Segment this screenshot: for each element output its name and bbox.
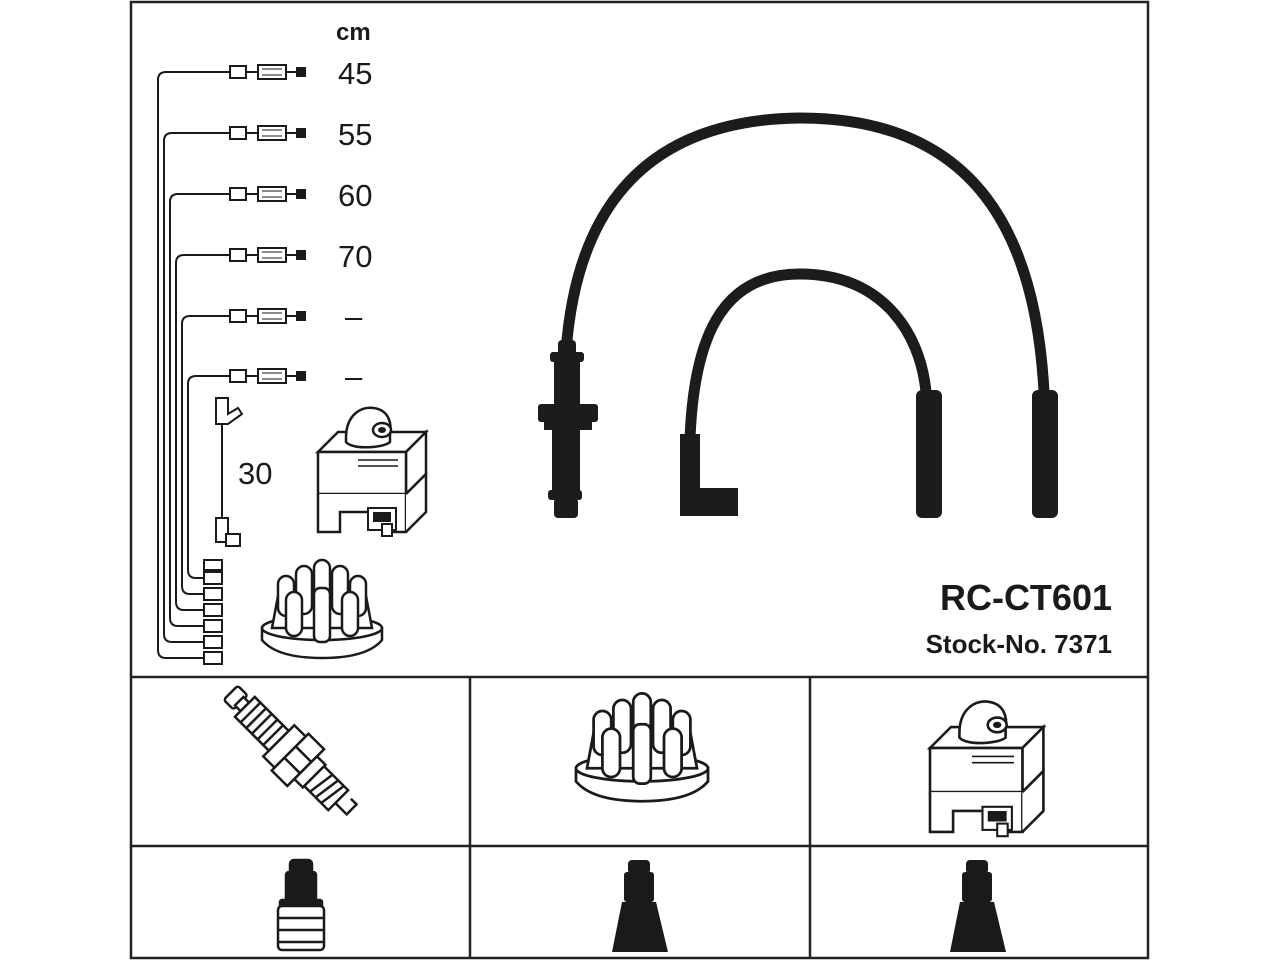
lead-schematic [157, 71, 222, 659]
stock-number: Stock-No. 7371 [926, 629, 1112, 659]
lead-connector-6 [221, 368, 307, 384]
angled-boot-icon [950, 860, 1006, 952]
lead-connector-2 [221, 125, 307, 141]
length-label-1: 45 [338, 56, 372, 91]
distributor-terminals [203, 559, 223, 665]
length-label-2: 55 [338, 117, 372, 152]
lead-connector-5 [221, 308, 307, 324]
model-number: RC-CT601 [940, 577, 1112, 618]
coil-lead [215, 397, 244, 547]
length-label-6: – [345, 359, 363, 394]
spark-plug-icon [223, 685, 359, 817]
length-label-3: 60 [338, 178, 372, 213]
length-label-4: 70 [338, 239, 372, 274]
distributor-cap-icon [260, 558, 384, 660]
lead-connector-4 [221, 247, 307, 263]
spark-plug-terminal-boot-icon [276, 858, 326, 952]
straight-boot-icon [612, 860, 668, 952]
ignition-coil-icon [316, 406, 428, 538]
ignition-coil-large-icon [928, 700, 1045, 838]
cable-set-illustration [538, 112, 1058, 518]
lead-connector-1 [221, 64, 307, 80]
length-label-5: – [345, 299, 363, 334]
unit-label: cm [336, 19, 371, 46]
distributor-cap-large-icon [574, 692, 710, 803]
coil-lead-length: 30 [238, 456, 272, 491]
lead-connector-3 [221, 186, 307, 202]
outer-frame [129, 0, 1150, 960]
